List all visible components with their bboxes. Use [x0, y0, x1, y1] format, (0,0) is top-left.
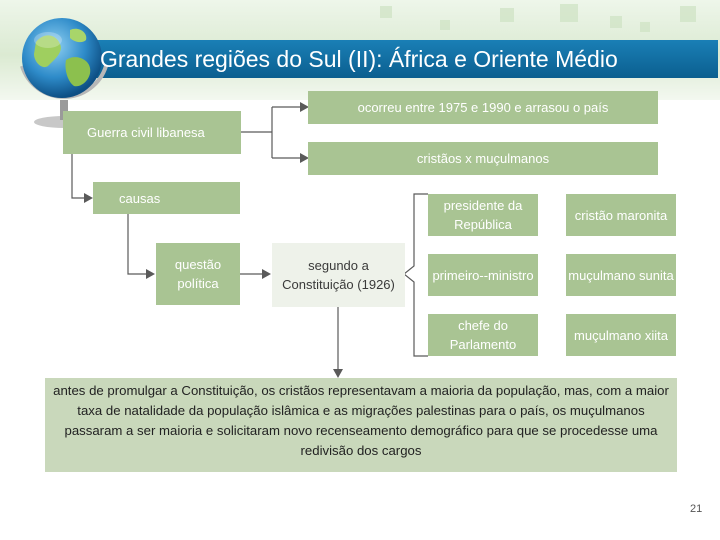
- fact-conflict-box: cristãos x muçulmanos: [308, 142, 658, 175]
- page-number: 21: [690, 503, 703, 515]
- role-group-box: muçulmano xiita: [566, 314, 676, 356]
- fact-period-box: ocorreu entre 1975 e 1990 e arrasou o pa…: [308, 91, 658, 124]
- arrow-causes: [84, 193, 93, 203]
- causes-box: causas: [93, 182, 240, 214]
- constitution-box: segundo a Constituição (1926): [272, 243, 405, 307]
- connector-root-to-causes: [71, 154, 86, 199]
- role-position-box: chefe do Parlamento: [428, 314, 538, 356]
- role-group-box: muçulmano sunita: [566, 254, 676, 296]
- arrow-constitution: [262, 269, 271, 279]
- root-box-civil-war: Guerra civil libanesa: [63, 111, 241, 154]
- arrow-question: [146, 269, 155, 279]
- political-question-box: questão política: [156, 243, 240, 305]
- role-position-box: primeiro--ministro: [428, 254, 538, 296]
- arrow-fact-2: [300, 153, 309, 163]
- title-bar: [86, 40, 718, 78]
- explanation-paragraph: antes de promulgar a Constituição, os cr…: [45, 378, 677, 472]
- arrow-fact-1: [300, 102, 309, 112]
- role-group-box: cristão maronita: [566, 194, 676, 236]
- role-position-box: presidente da República: [428, 194, 538, 236]
- page-title: Grandes regiões do Sul (II): África e Or…: [100, 46, 618, 72]
- connector-causes-to-question: [127, 214, 148, 275]
- brace-roles: [403, 193, 428, 357]
- connector-root-branch: [241, 107, 273, 158]
- arrow-paragraph: [333, 369, 343, 378]
